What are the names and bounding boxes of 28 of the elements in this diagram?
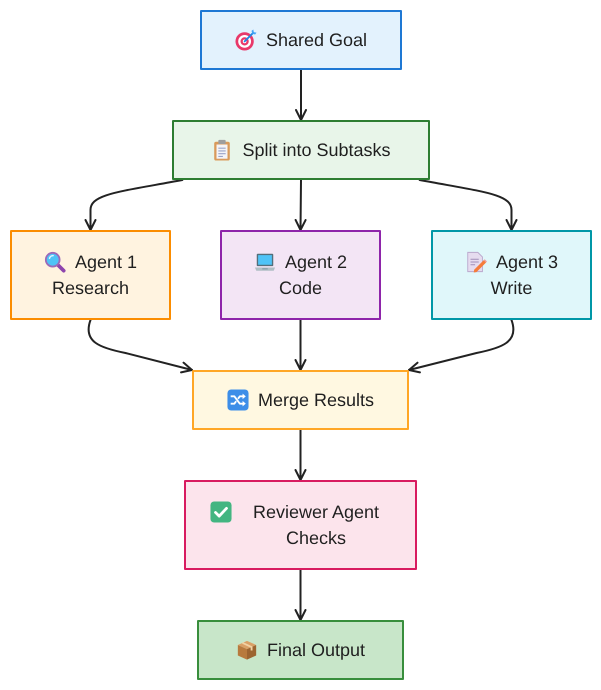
process-box bbox=[220, 230, 381, 320]
arrow bbox=[84, 179, 184, 231]
arrow bbox=[295, 69, 307, 121]
node-label: Code bbox=[278, 277, 322, 300]
arrow bbox=[294, 319, 306, 371]
process-box bbox=[192, 370, 409, 430]
arrow bbox=[88, 319, 193, 374]
node-label: Agent 2 bbox=[284, 251, 348, 274]
node-label: Shared Goal bbox=[266, 29, 368, 52]
node-label: Write bbox=[490, 277, 532, 300]
node-label: Research bbox=[52, 277, 130, 300]
arrow bbox=[408, 319, 514, 374]
node-label: Final Output bbox=[266, 639, 366, 662]
process-box bbox=[184, 480, 417, 570]
process-box bbox=[431, 230, 592, 320]
node-label: Reviewer Agent Checks bbox=[252, 501, 380, 550]
arrow bbox=[294, 569, 306, 621]
node-label: Agent 3 bbox=[496, 251, 558, 274]
node-label: Merge Results bbox=[258, 389, 374, 412]
process-box bbox=[197, 620, 404, 680]
process-box bbox=[10, 230, 171, 320]
process-box bbox=[172, 120, 430, 180]
arrow bbox=[294, 179, 307, 231]
arrow bbox=[418, 179, 518, 231]
process-box bbox=[200, 10, 402, 70]
arrow bbox=[294, 429, 306, 481]
node-label: Split into Subtasks bbox=[242, 139, 391, 162]
node-label: Agent 1 bbox=[74, 251, 138, 274]
